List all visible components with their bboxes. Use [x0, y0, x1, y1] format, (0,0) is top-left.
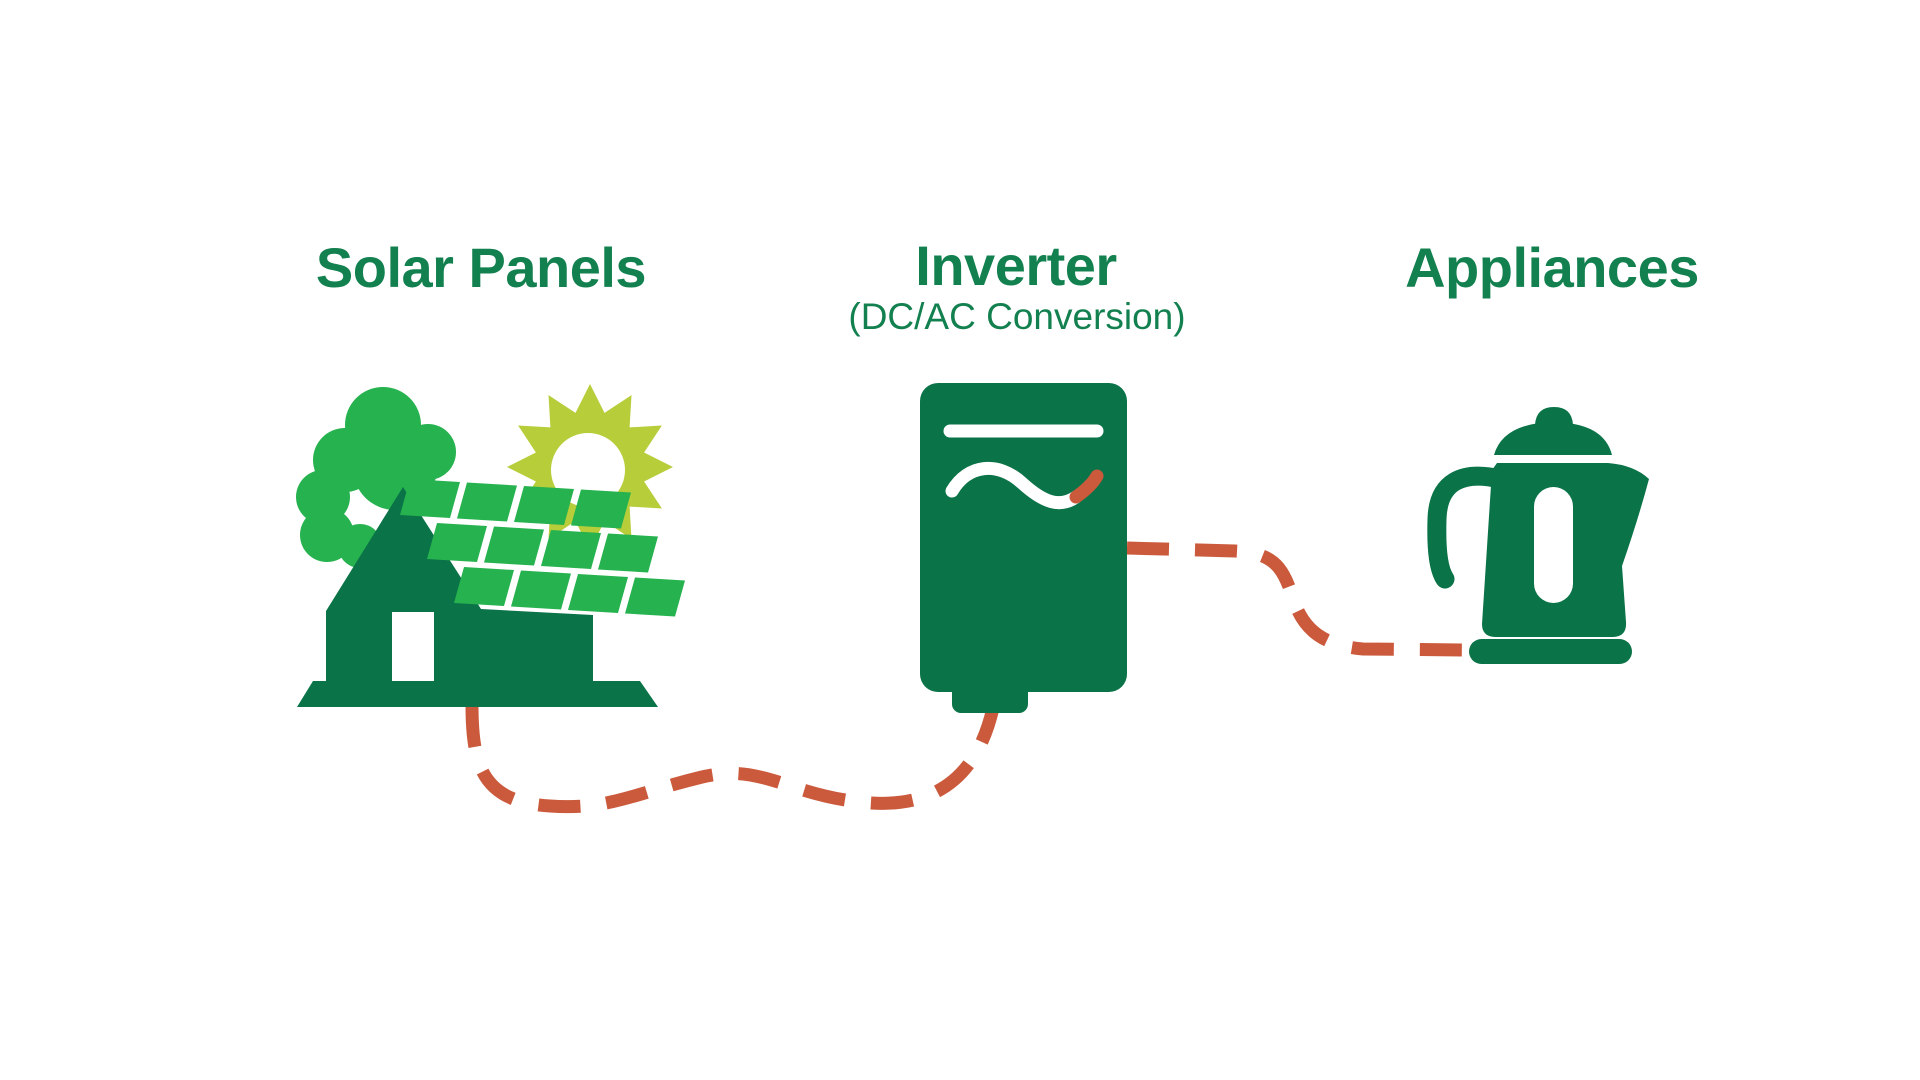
inverter-label: Inverter [915, 234, 1117, 297]
inverter-sine-wave [945, 462, 1083, 510]
sun-icon [507, 384, 673, 550]
solar-panels-icon [296, 384, 685, 707]
solar-panels-label: Solar Panels [315, 236, 647, 299]
kettle-water-gauge [1534, 487, 1573, 603]
house-window [392, 612, 434, 682]
kettle-lid-knob [1535, 407, 1573, 425]
solar-panel-grid [400, 479, 685, 617]
house-ground [297, 681, 658, 707]
connector-inverter-to-appliances [1126, 541, 1469, 657]
inverter-body [920, 383, 1127, 692]
kettle-lid [1494, 422, 1612, 455]
inverter-sine-wave-tip [1069, 469, 1104, 504]
kettle-icon [1427, 407, 1649, 664]
inverter-sublabel: (DC/AC Conversion) [848, 296, 1186, 337]
kettle-base [1469, 639, 1632, 664]
sun-center [551, 433, 625, 507]
kettle-handle [1427, 466, 1510, 589]
connector-solar-to-inverter [465, 704, 1000, 814]
appliances-label: Appliances [1405, 236, 1699, 299]
inverter-icon [920, 383, 1127, 713]
